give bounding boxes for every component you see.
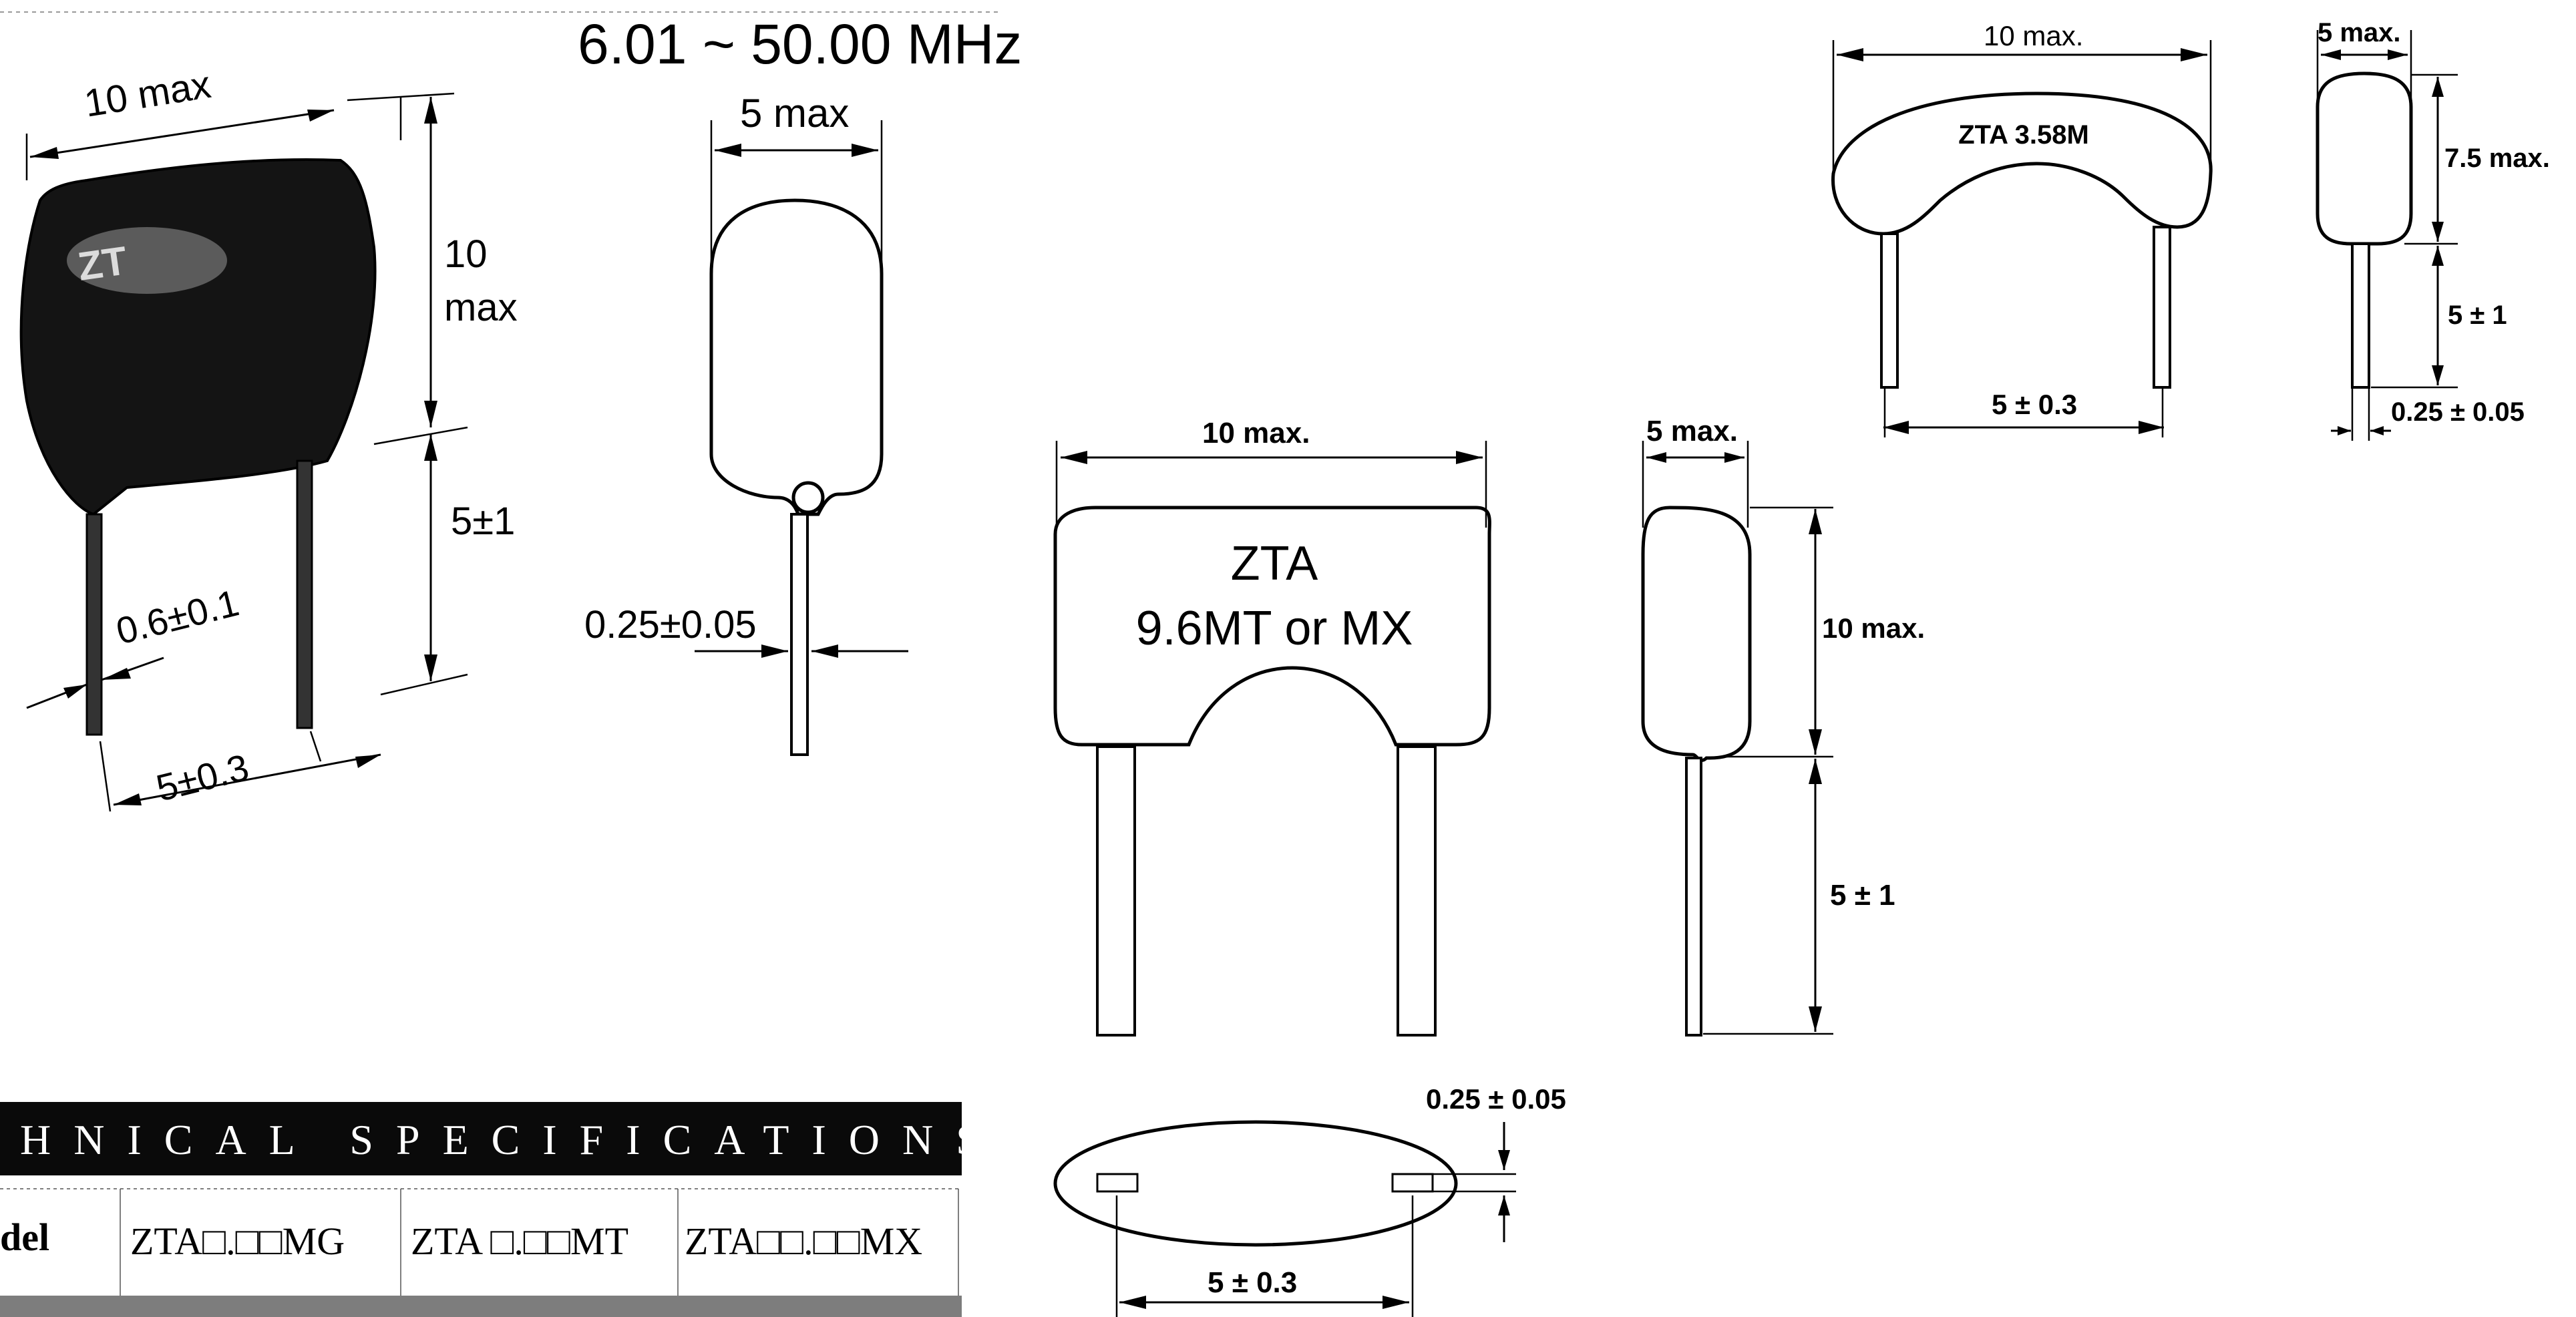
- front-middle-marking-2: 9.6MT or MX: [1136, 602, 1413, 655]
- side-lead-middle: [1685, 757, 1702, 1037]
- front-top-right-pitch-label: 5 ± 0.3: [1992, 389, 2077, 420]
- photo-lead-length-label: 5±1: [451, 500, 515, 543]
- front-view-middle: ZTA 9.6MT or MX 10 max.: [1053, 417, 1491, 1037]
- side-top-right-height-label: 7.5 max.: [2444, 144, 2550, 173]
- front-middle-width-label: 10 max.: [1202, 417, 1310, 449]
- side-top-right-lead-length-label: 5 ± 1: [2448, 301, 2507, 330]
- photo-height-label-1: 10: [444, 232, 488, 276]
- photo-lead-diameter-label: 0.6±0.1: [112, 581, 243, 652]
- frequency-range: 6.01 ~ 50.00 MHz: [578, 13, 1022, 75]
- front-lead-right-middle: [1397, 745, 1437, 1037]
- spec-table-col-3: ZTA□□.□□MX: [685, 1219, 922, 1263]
- photo-view: ZT 10 max 10 max 5±1 0.6±0.1: [19, 63, 518, 812]
- front-lead-left-top-right: [1880, 232, 1899, 389]
- pitch-dim-line: [113, 753, 381, 806]
- side-middle-height-label: 10 max.: [1822, 612, 1925, 644]
- side-lead-top-right: [2351, 242, 2370, 389]
- lead-right-photo: [296, 459, 313, 729]
- resonator-body-photo: [19, 158, 377, 516]
- lead-left-photo: [85, 513, 103, 736]
- bottom-pitch-label: 5 ± 0.3: [1208, 1266, 1297, 1299]
- marking-photo: ZT: [75, 238, 130, 289]
- side-lead-left: [790, 513, 809, 756]
- side-left-lead-diameter-label: 0.25±0.05: [584, 603, 757, 646]
- side-view-left: 5 max 0.25±0.05: [584, 91, 908, 756]
- marking-smudge: [67, 227, 227, 294]
- front-middle-marking-1: ZTA: [1231, 537, 1318, 590]
- spec-table-header: [0, 1102, 962, 1175]
- spec-table-col-1: ZTA□.□□MG: [130, 1219, 345, 1263]
- side-top-right-thickness-label: 5 max.: [2318, 18, 2401, 47]
- side-body-left: [709, 198, 884, 516]
- front-lead-right-top-right: [2153, 226, 2171, 389]
- lead-joint-left: [791, 481, 825, 514]
- bottom-view: 0.25 ± 0.05 5 ± 0.3: [1053, 1083, 1566, 1317]
- spec-table-header-text: HNICAL SPECIFICATIONS: [20, 1116, 1002, 1163]
- spec-table-next-row: [0, 1296, 962, 1317]
- front-top-right-width-label: 10 max.: [1984, 20, 2083, 51]
- width-dim-line: [29, 109, 335, 158]
- spec-table-col-2: ZTA □.□□MT: [411, 1219, 628, 1263]
- side-top-right-lead-diameter-label: 0.25 ± 0.05: [2391, 397, 2525, 427]
- side-view-top-right: 5 max. 7.5 max. 5 ± 1 0.25 ± 0.05: [2316, 18, 2550, 441]
- side-middle-lead-length-label: 5 ± 1: [1830, 879, 1895, 912]
- bottom-body: [1053, 1120, 1458, 1247]
- side-middle-thickness-label: 5 max.: [1646, 415, 1738, 447]
- photo-height-label-2: max: [444, 286, 518, 329]
- side-left-thickness-label: 5 max: [740, 91, 849, 136]
- side-view-middle: 5 max. 10 max. 5 ± 1: [1641, 415, 1925, 1037]
- bottom-lead-diameter-label: 0.25 ± 0.05: [1426, 1083, 1566, 1115]
- front-lead-left-middle: [1096, 745, 1136, 1037]
- front-body-top-right: [1831, 91, 2213, 236]
- spec-table-row-label: del: [0, 1215, 49, 1259]
- bottom-lead-right: [1391, 1173, 1434, 1193]
- side-body-middle: [1641, 506, 1752, 762]
- front-body-middle: [1053, 506, 1491, 747]
- spec-table: HNICAL SPECIFICATIONS del ZTA□.□□MG ZTA …: [0, 1102, 1002, 1317]
- photo-width-label: 10 max: [81, 63, 214, 126]
- front-top-right-marking: ZTA 3.58M: [1958, 120, 2089, 150]
- side-body-top-right: [2316, 71, 2413, 246]
- bottom-lead-left: [1096, 1173, 1139, 1193]
- front-view-top-right: ZTA 3.58M 10 max. 5 ± 0.3: [1831, 20, 2213, 437]
- photo-pitch-label: 5±0.3: [152, 746, 253, 809]
